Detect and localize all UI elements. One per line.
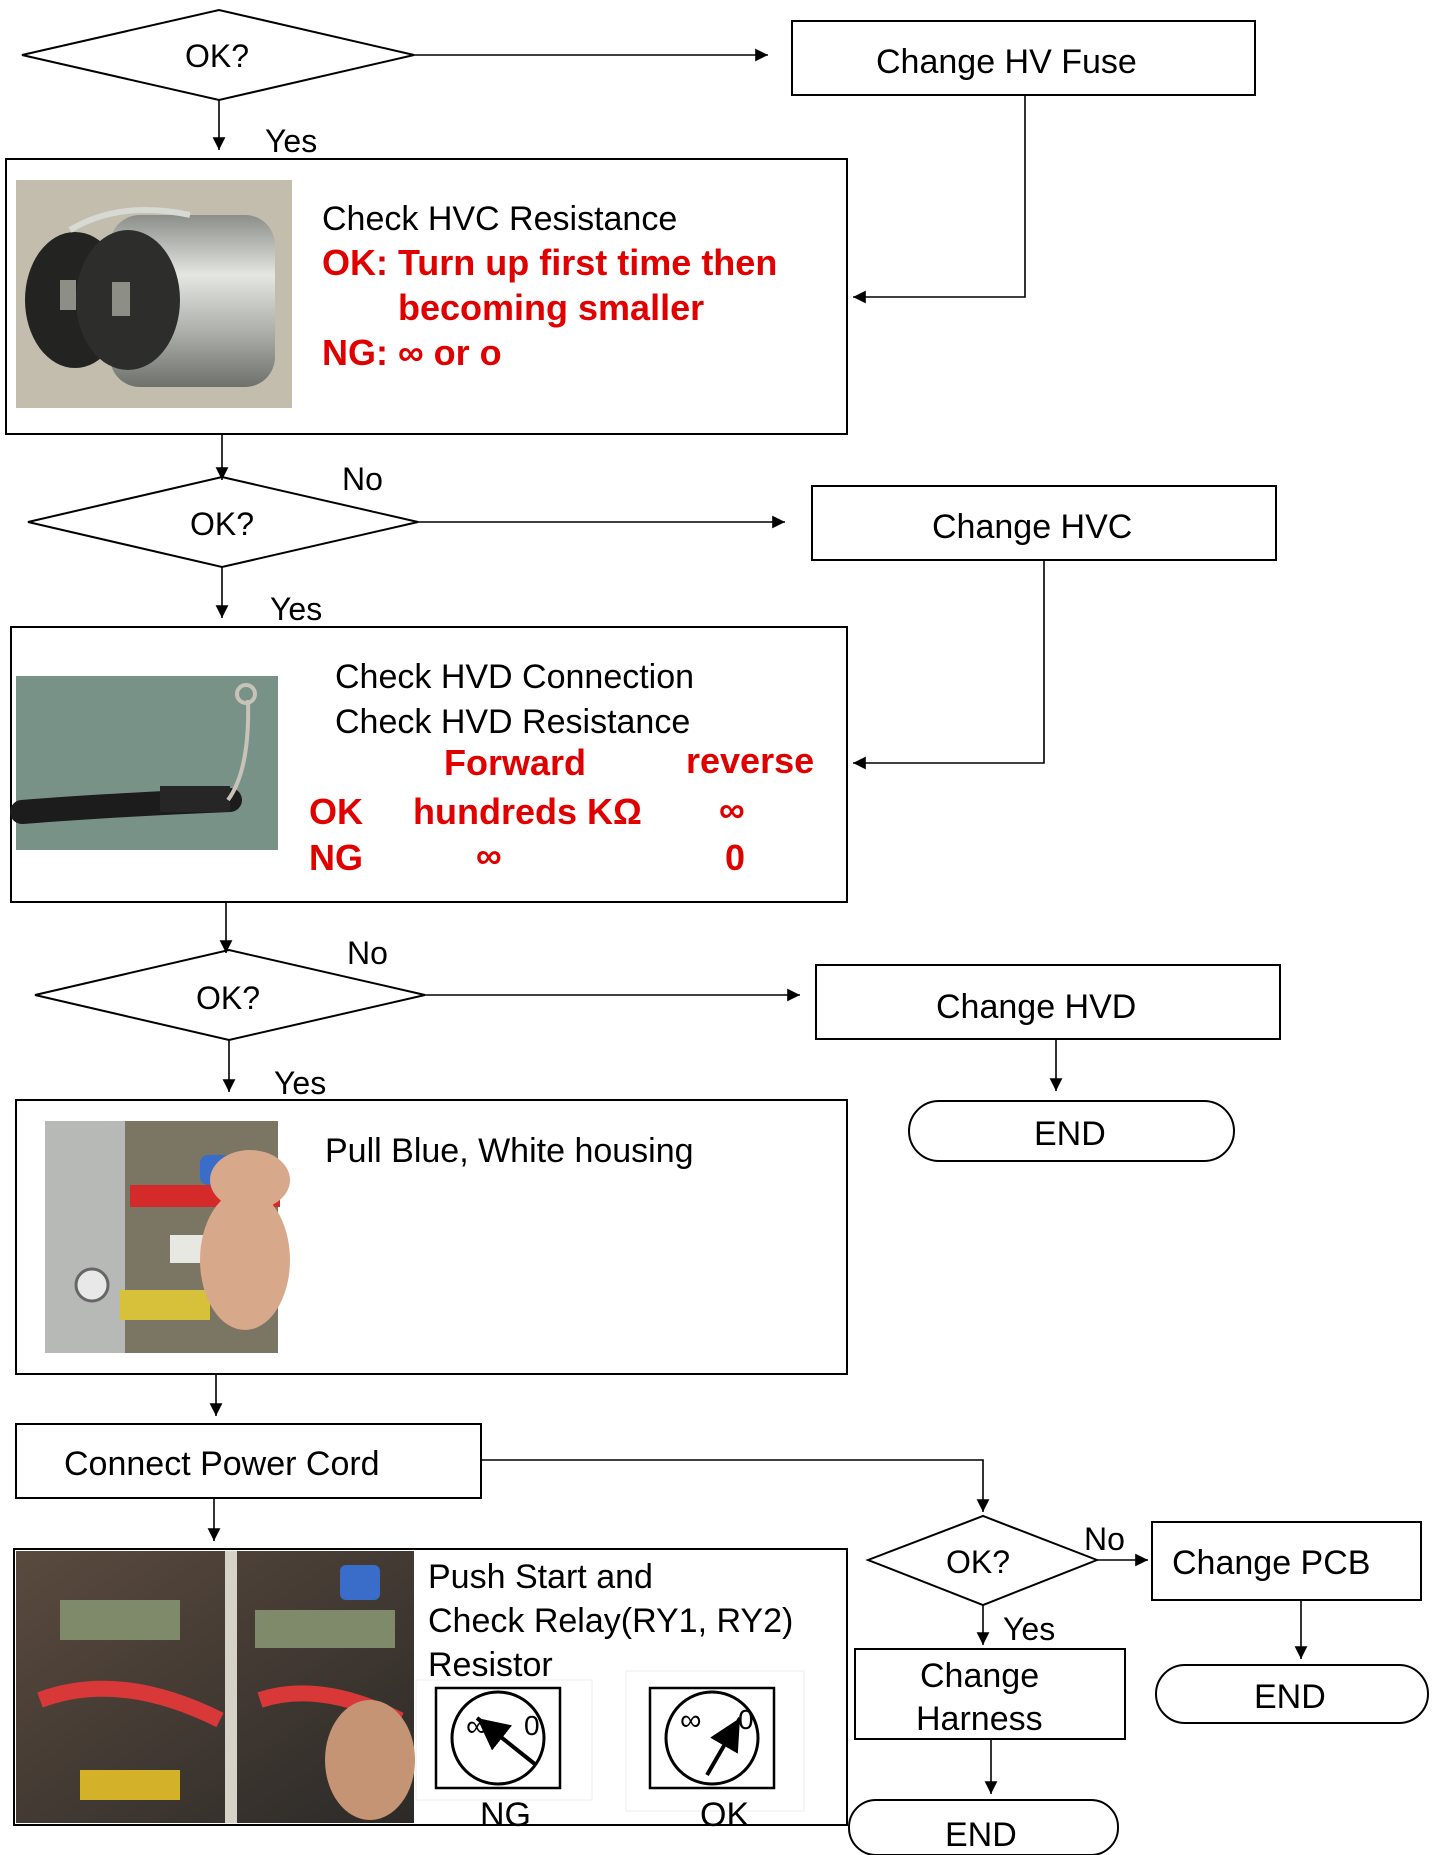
decision-2-no: No xyxy=(342,461,383,497)
hvd-ok-forward: hundreds KΩ xyxy=(413,791,642,832)
meter-ng-zero: 0 xyxy=(524,1710,540,1741)
change-harness-line1: Change xyxy=(920,1657,1040,1695)
hvc-ng-line: NG: ∞ or o xyxy=(322,332,502,373)
hvc-ok-line1: OK: Turn up first time then xyxy=(322,242,778,283)
hvd-ok-label: OK xyxy=(309,791,363,832)
arrow-fuse-to-hvc xyxy=(853,95,1026,304)
end-2-label: END xyxy=(1254,1678,1326,1716)
hvd-ng-label: NG xyxy=(309,837,363,878)
change-hv-fuse-label: Change HV Fuse xyxy=(876,43,1137,81)
hvc-ok-line2: becoming smaller xyxy=(398,287,705,328)
meter-ok-zero: 0 xyxy=(738,1704,754,1735)
hvd-ok-reverse: ∞ xyxy=(719,789,745,830)
arrow-hvc-change-to-hvd xyxy=(853,560,1045,770)
hvd-check-box xyxy=(10,626,848,903)
power-cord-box xyxy=(15,1423,482,1499)
change-pcb-box xyxy=(1151,1521,1422,1601)
end-1-label: END xyxy=(1034,1115,1106,1153)
hvd-line2: Check HVD Resistance xyxy=(335,703,691,741)
relay-box xyxy=(13,1548,848,1826)
end-terminal-3 xyxy=(848,1799,1119,1855)
hvc-check-box xyxy=(5,158,848,435)
change-hvd-box xyxy=(815,964,1281,1040)
end-terminal-1 xyxy=(908,1100,1235,1162)
end-terminal-2 xyxy=(1155,1664,1429,1724)
change-hvd-label: Change HVD xyxy=(936,988,1137,1026)
meter-ok-inf: ∞ xyxy=(680,1704,702,1737)
change-hvc-label: Change HVC xyxy=(932,508,1133,546)
relay-ng-label: NG xyxy=(480,1796,531,1834)
decision-4-label: OK? xyxy=(946,1544,1011,1580)
decision-3-yes: Yes xyxy=(274,1065,327,1101)
change-harness-line2: Harness xyxy=(916,1700,1043,1738)
relay-ok-label: OK xyxy=(700,1796,750,1834)
hvd-ng-reverse: 0 xyxy=(725,837,746,878)
capacitor-photo xyxy=(16,180,292,408)
relay-test-photo xyxy=(16,1551,415,1823)
housing-text: Pull Blue, White housing xyxy=(325,1132,694,1170)
meter-ok-dial xyxy=(625,1670,805,1812)
change-pcb-label: Change PCB xyxy=(1172,1544,1371,1582)
decision-2-label: OK? xyxy=(190,506,255,542)
decision-3-no: No xyxy=(347,935,388,971)
decision-3-label: OK? xyxy=(196,980,261,1016)
hvd-col-reverse: reverse xyxy=(686,740,815,781)
hvd-ng-forward: ∞ xyxy=(476,835,502,876)
decision-2-yes: Yes xyxy=(270,591,323,627)
decision-4-yes: Yes xyxy=(1003,1611,1056,1647)
relay-line3: Resistor xyxy=(428,1646,553,1684)
change-harness-box xyxy=(854,1648,1126,1740)
change-hv-fuse-box xyxy=(791,20,1256,96)
power-cord-label: Connect Power Cord xyxy=(64,1445,380,1483)
meter-ng-dial xyxy=(415,1679,593,1801)
end-3-label: END xyxy=(945,1816,1017,1854)
meter-ng-inf: ∞ xyxy=(466,1710,488,1743)
housing-box xyxy=(15,1099,848,1375)
hvc-title: Check HVC Resistance xyxy=(322,200,678,238)
arrow-cord-to-ok4 xyxy=(481,1459,990,1512)
housing-photo xyxy=(45,1121,290,1353)
hvd-col-forward: Forward xyxy=(444,742,587,783)
decision-4-no: No xyxy=(1084,1521,1125,1557)
relay-line2: Check Relay(RY1, RY2) xyxy=(428,1602,794,1640)
relay-line1: Push Start and xyxy=(428,1558,653,1596)
decision-1-yes: Yes xyxy=(265,123,318,159)
hvd-line1: Check HVD Connection xyxy=(335,658,695,696)
decision-1-label: OK? xyxy=(185,38,250,74)
diode-photo xyxy=(10,676,278,850)
